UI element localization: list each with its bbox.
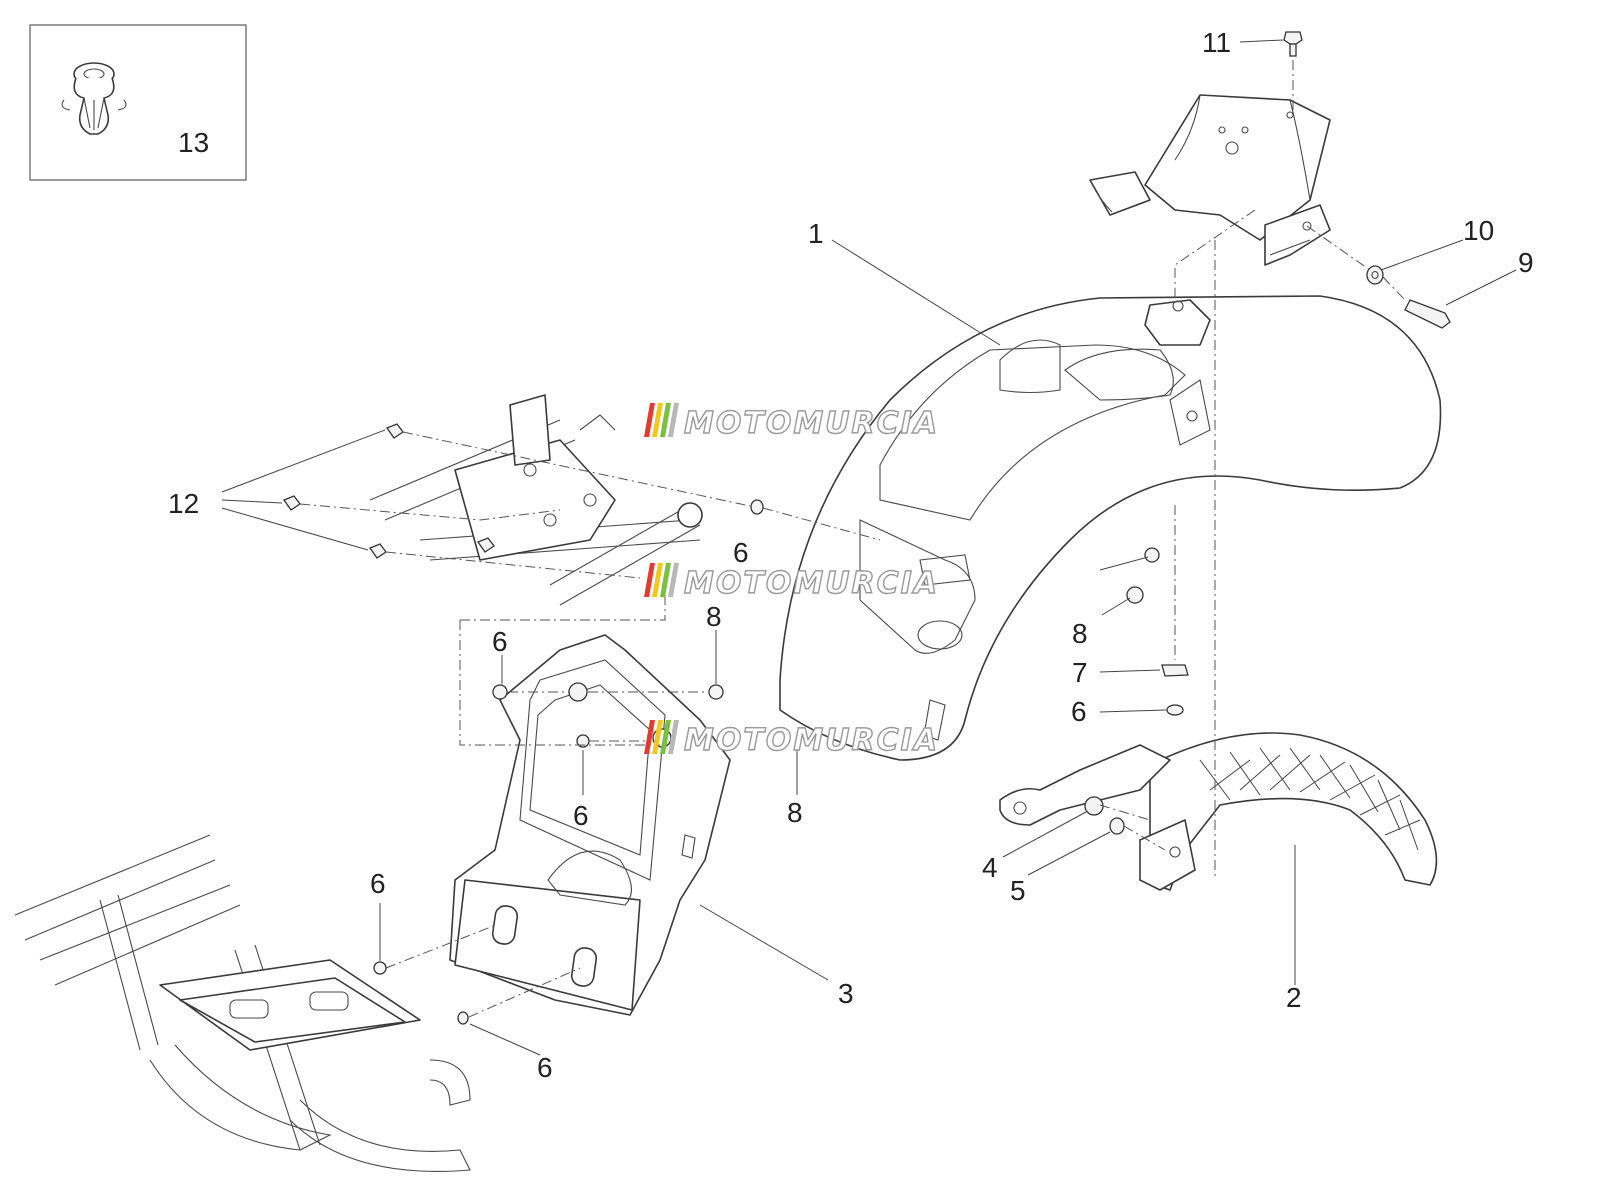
inset-label: 13 — [178, 127, 209, 158]
watermark-3: MOTOMURCIA — [644, 720, 939, 759]
inset-box: 13 — [29, 24, 247, 181]
screw-12b-icon — [282, 495, 301, 511]
callout-6c: 6 — [573, 800, 589, 831]
callout-2: 2 — [1286, 982, 1302, 1013]
screw-12a-icon — [385, 423, 404, 439]
callout-7: 7 — [1072, 657, 1088, 688]
leader-lines — [221, 39, 1517, 1056]
callout-8c: 8 — [1072, 618, 1088, 649]
callout-11: 11 — [1202, 27, 1231, 58]
clip-7-icon — [1161, 664, 1189, 677]
bolt-9-icon — [1404, 299, 1451, 329]
washer-10-icon — [1366, 265, 1384, 285]
callout-1: 1 — [808, 218, 824, 249]
bolt-11-icon — [1283, 31, 1303, 45]
washer-6e-icon — [373, 961, 387, 975]
nut-8b-icon — [708, 684, 724, 700]
callout-6a: 6 — [733, 537, 749, 568]
callout-6f: 6 — [1071, 696, 1087, 727]
svg-text:MOTOMURCIA: MOTOMURCIA — [684, 723, 939, 758]
nut-8a-icon — [1126, 586, 1144, 604]
cable-clip-icon — [61, 62, 127, 135]
callout-3: 3 — [838, 978, 854, 1009]
callout-5: 5 — [1010, 875, 1026, 906]
watermark-1: MOTOMURCIA — [644, 403, 939, 442]
svg-text:MOTOMURCIA: MOTOMURCIA — [684, 566, 939, 601]
washer-5-icon — [1109, 817, 1125, 835]
screw-12c-icon — [368, 543, 387, 559]
watermark-2: MOTOMURCIA — [644, 563, 939, 602]
washer-6b-icon — [1144, 547, 1160, 563]
callout-4: 4 — [982, 852, 998, 883]
callout-6e: 6 — [537, 1052, 553, 1083]
callouts: 11 10 9 1 12 6 6 8 6 8 6 6 3 8 7 6 4 5 2 — [168, 27, 1534, 1083]
washer-6g-icon — [1166, 704, 1184, 716]
callout-10: 10 — [1463, 215, 1494, 246]
callout-12: 12 — [168, 488, 199, 519]
svg-text:MOTOMURCIA: MOTOMURCIA — [684, 406, 939, 441]
washer-6c-icon — [492, 684, 508, 700]
callout-6b: 6 — [492, 626, 508, 657]
top-bracket — [1089, 94, 1331, 266]
callout-9: 9 — [1518, 247, 1534, 278]
hugger — [999, 732, 1438, 891]
nut-4-icon — [1084, 796, 1104, 816]
washer-6f-icon — [457, 1011, 469, 1025]
assembly-lines — [299, 60, 1406, 1018]
callout-8a: 8 — [706, 601, 722, 632]
rear-mudguard — [779, 295, 1442, 761]
callout-8b: 8 — [787, 797, 803, 828]
callout-6d: 6 — [370, 868, 386, 899]
screw-12d-icon — [476, 537, 495, 553]
rear-frame-lower — [14, 834, 471, 1172]
washer-6a-icon — [750, 499, 764, 515]
watermarks: MOTOMURCIA MOTOMURCIA MOTOMURCIA — [644, 403, 939, 759]
